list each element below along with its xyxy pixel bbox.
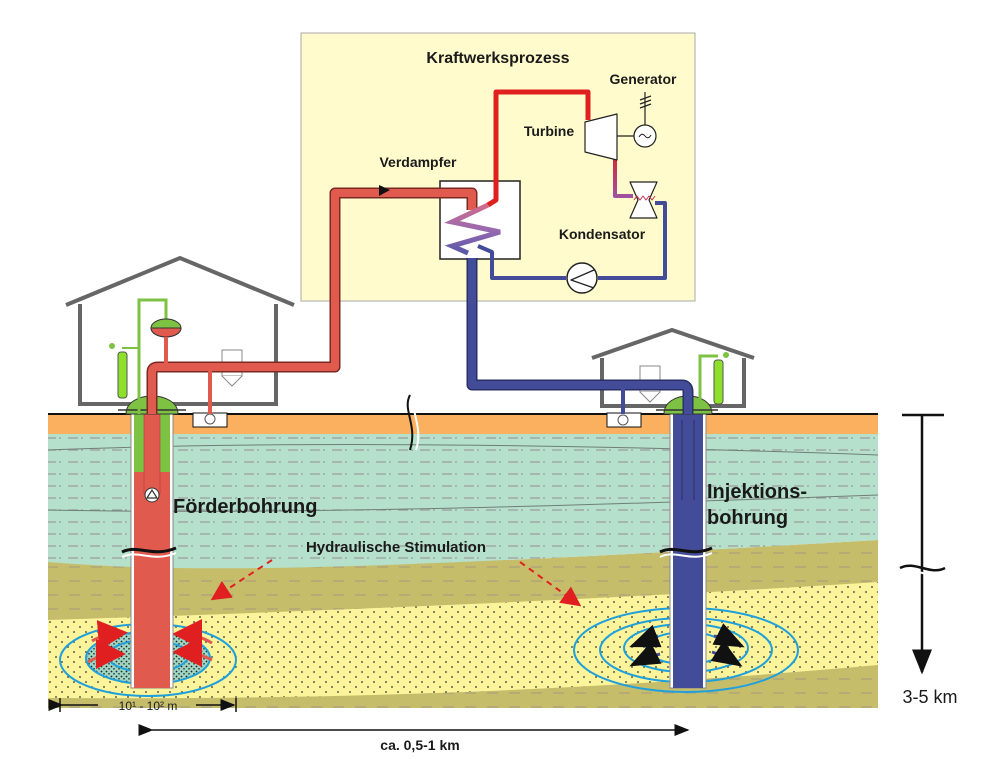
surface-pump-right-icon bbox=[617, 414, 629, 426]
outflow-arrows bbox=[629, 623, 745, 667]
depth-label: 3-5 km bbox=[902, 687, 957, 707]
injection-well bbox=[659, 413, 713, 689]
power-cycle bbox=[477, 89, 667, 294]
stimulation-arrows bbox=[210, 559, 582, 607]
generator-label: Generator bbox=[610, 71, 677, 87]
hot-brine-pipe bbox=[146, 185, 478, 414]
injection-well-label-line2: bohrung bbox=[707, 507, 788, 529]
condenser-icon bbox=[629, 181, 658, 219]
hydraulic-stimulation-label: Hydraulische Stimulation bbox=[306, 539, 486, 556]
surface-pump-left-icon bbox=[204, 413, 216, 425]
production-well bbox=[121, 413, 177, 689]
gas-cylinder-right bbox=[713, 359, 724, 405]
cold-return-pipe bbox=[466, 258, 694, 414]
power-process-title: Kraftwerksprozess bbox=[426, 50, 569, 67]
turbine-label: Turbine bbox=[524, 123, 575, 139]
dimension-lines bbox=[48, 413, 946, 736]
evaporator-coil bbox=[444, 202, 501, 258]
production-plant-house bbox=[65, 255, 295, 428]
gas-cylinder-left bbox=[117, 351, 128, 399]
evaporator-label: Verdampfer bbox=[379, 154, 457, 170]
injection-well-label-line1: Injektions- bbox=[707, 481, 807, 503]
injection-plant-house bbox=[591, 327, 755, 428]
turbine-icon bbox=[584, 113, 618, 161]
fracture-extent-label: 10¹ - 10² m bbox=[119, 699, 178, 713]
inflow-arrows bbox=[87, 619, 213, 670]
feed-pump-icon bbox=[566, 262, 598, 294]
well-distance-label: ca. 0,5-1 km bbox=[380, 737, 459, 753]
production-well-label: Förderbohrung bbox=[173, 496, 317, 518]
flow-direction-icon bbox=[379, 185, 390, 196]
condenser-label: Kondensator bbox=[559, 226, 646, 242]
